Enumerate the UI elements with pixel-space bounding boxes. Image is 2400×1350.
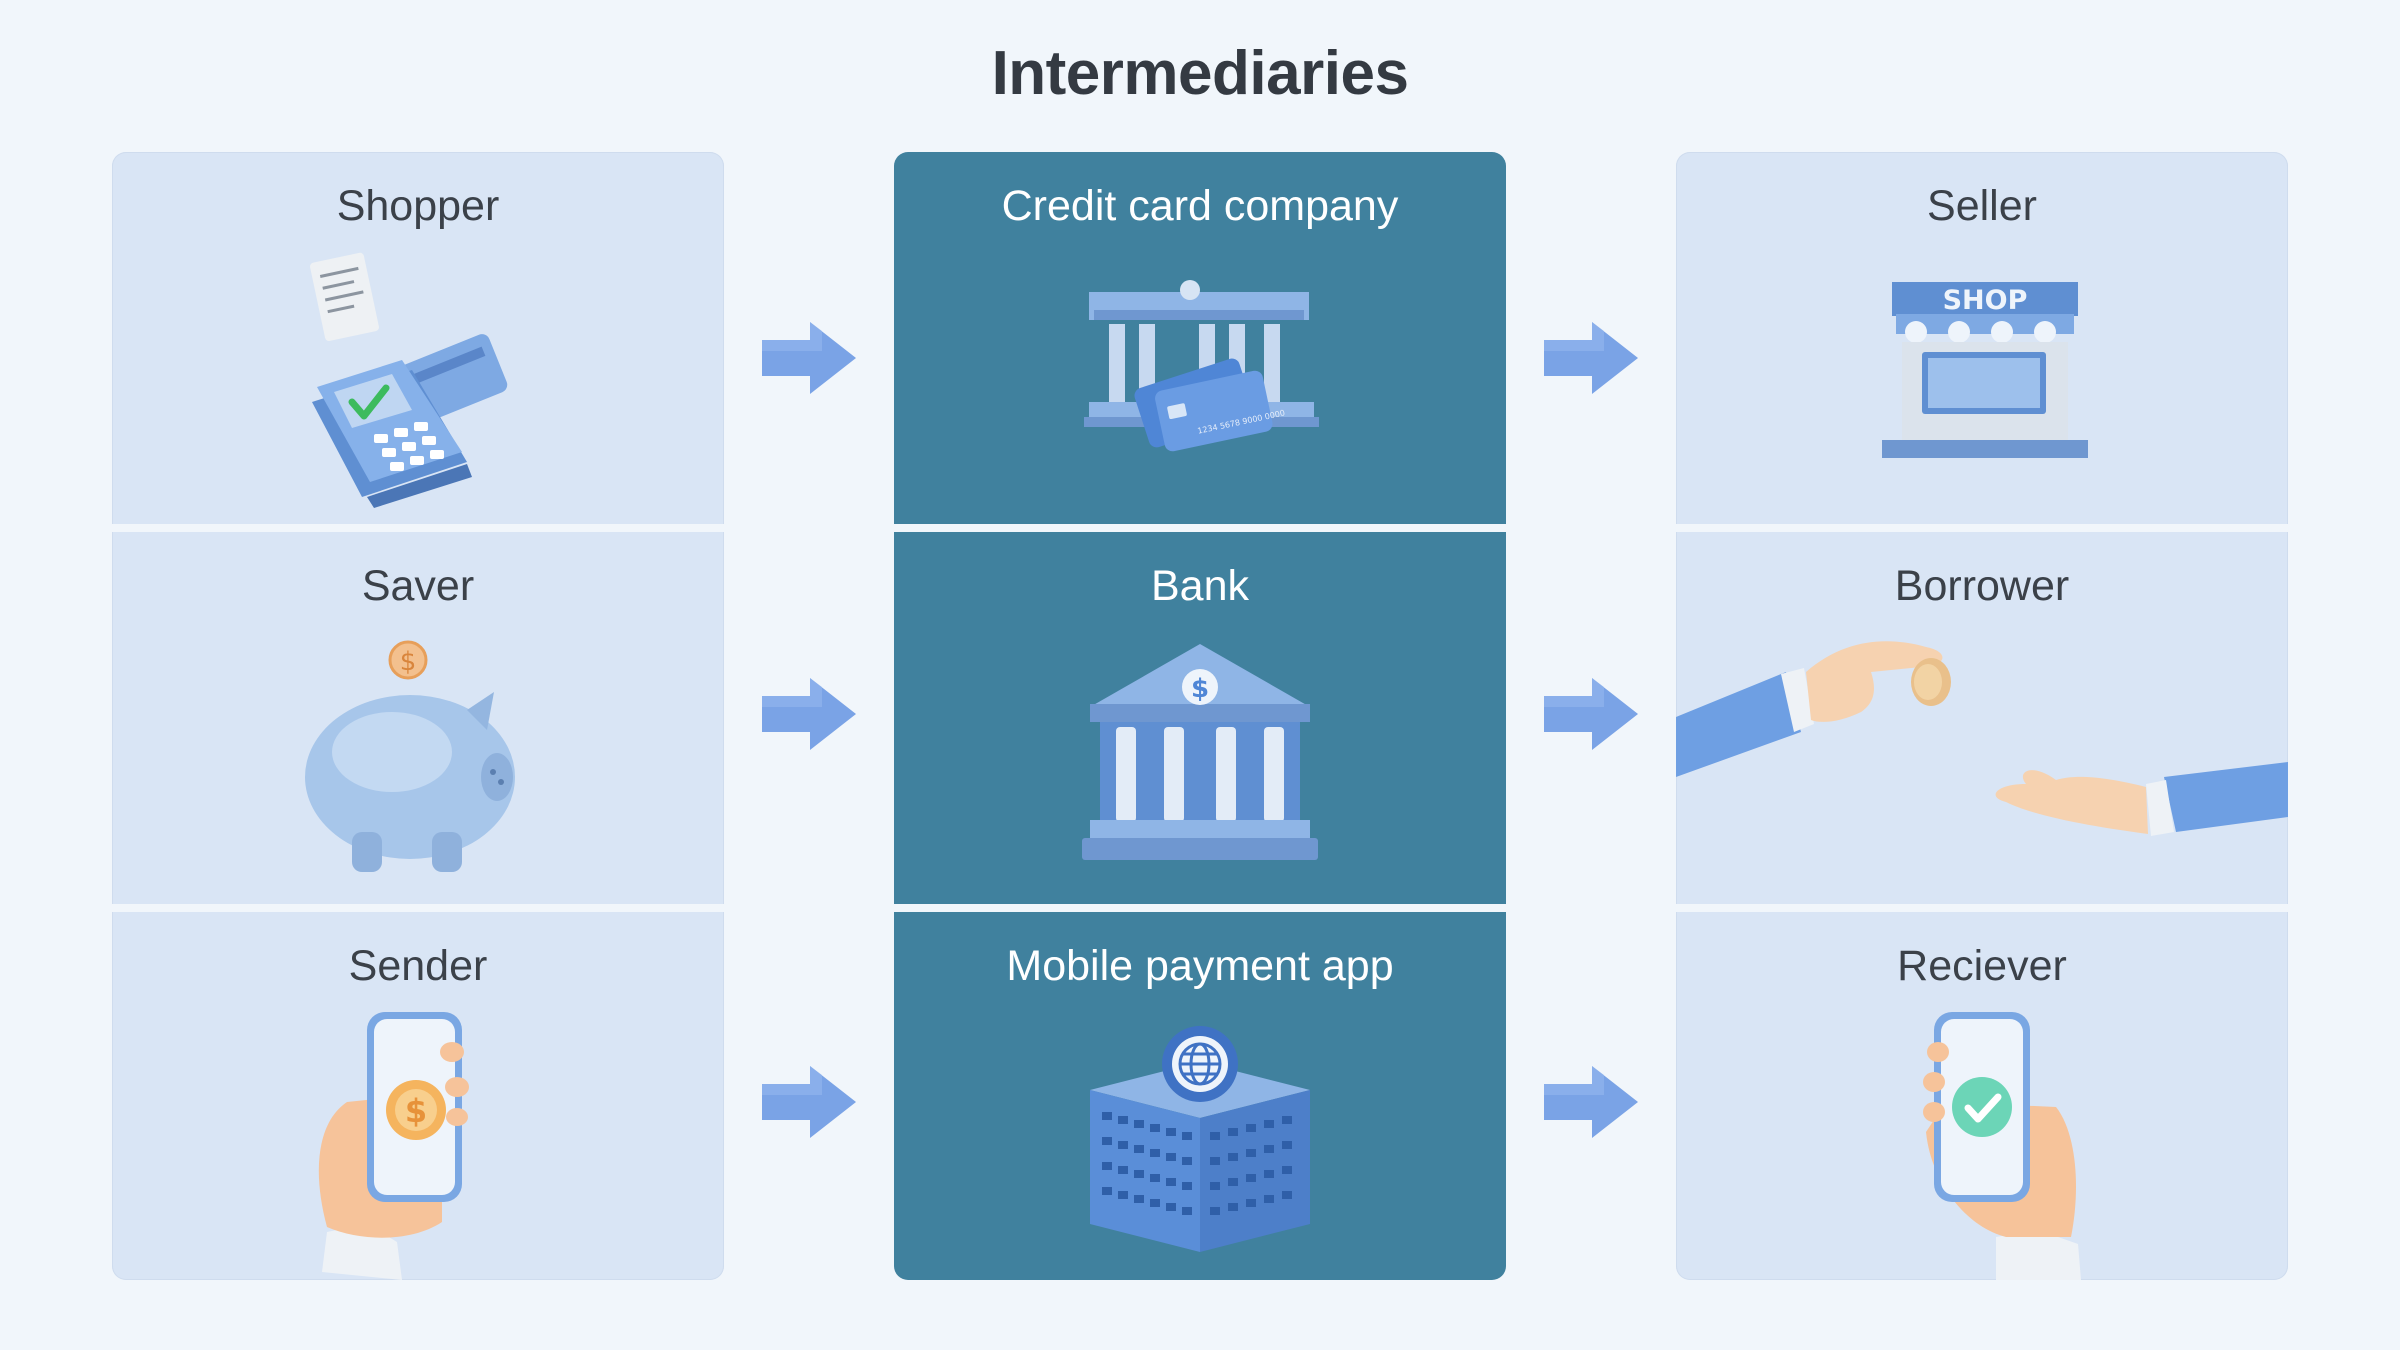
cell-seller: Seller SHOP [1676, 152, 2288, 524]
cell-saver: Saver $ [112, 532, 724, 904]
row-divider [1676, 524, 2288, 532]
row-divider [894, 524, 1506, 532]
row-divider [112, 904, 724, 912]
office-building-globe-icon [1090, 1026, 1310, 1252]
cell-sender: Sender $ [112, 912, 724, 1280]
cell-shopper: Shopper [112, 152, 724, 524]
cell-label: Reciever [1897, 942, 2067, 990]
shop-sign-text: SHOP [1943, 285, 2028, 316]
column-left: Shopper [112, 152, 724, 1280]
arrow-right-icon [1544, 678, 1638, 750]
page-title: Intermediaries [991, 39, 1409, 108]
cell-label: Mobile payment app [1006, 942, 1394, 990]
cell-label: Saver [361, 562, 475, 610]
arrow-right-icon [1544, 322, 1638, 394]
cell-label: Credit card company [1001, 182, 1399, 230]
svg-text:$: $ [1191, 674, 1209, 704]
phone-check-hand-icon [1923, 1012, 2081, 1280]
cell-label: Sender [348, 942, 488, 990]
cell-label: Borrower [1894, 562, 2070, 610]
cell-label: Bank [1150, 562, 1249, 610]
cell-bank: Bank $ [894, 532, 1506, 904]
row-divider [1676, 904, 2288, 912]
arrow-right-icon [762, 678, 856, 750]
shop-storefront-icon: SHOP [1882, 282, 2088, 458]
cell-borrower: Borrower [1676, 532, 2288, 904]
bank-with-credit-cards-icon: 1234 5678 9000 0000 [1084, 280, 1319, 452]
arrow-right-icon [1544, 1066, 1638, 1138]
column-right: Seller SHOP Borrower Reciev [1676, 152, 2288, 1280]
piggy-bank-icon: $ [305, 640, 515, 872]
arrow-right-icon [762, 322, 856, 394]
svg-text:$: $ [405, 1092, 427, 1130]
bank-building-icon: $ [1082, 644, 1318, 860]
phone-payment-hand-icon: $ [318, 1012, 469, 1280]
cell-mobile-payment-app: Mobile payment app [894, 912, 1506, 1280]
column-center: Credit card company 1234 5678 9000 0000 … [894, 152, 1506, 1280]
cell-label: Shopper [336, 182, 500, 230]
hands-passing-coin-icon [1676, 641, 2288, 836]
row-divider [894, 904, 1506, 912]
card-payment-terminal-icon [310, 252, 508, 508]
svg-text:$: $ [400, 647, 417, 677]
cell-reciever: Reciever [1676, 912, 2288, 1280]
cell-credit-card-company: Credit card company 1234 5678 9000 0000 [894, 152, 1506, 524]
row-divider [112, 524, 724, 532]
arrow-right-icon [762, 1066, 856, 1138]
cell-label: Seller [1927, 182, 2037, 230]
